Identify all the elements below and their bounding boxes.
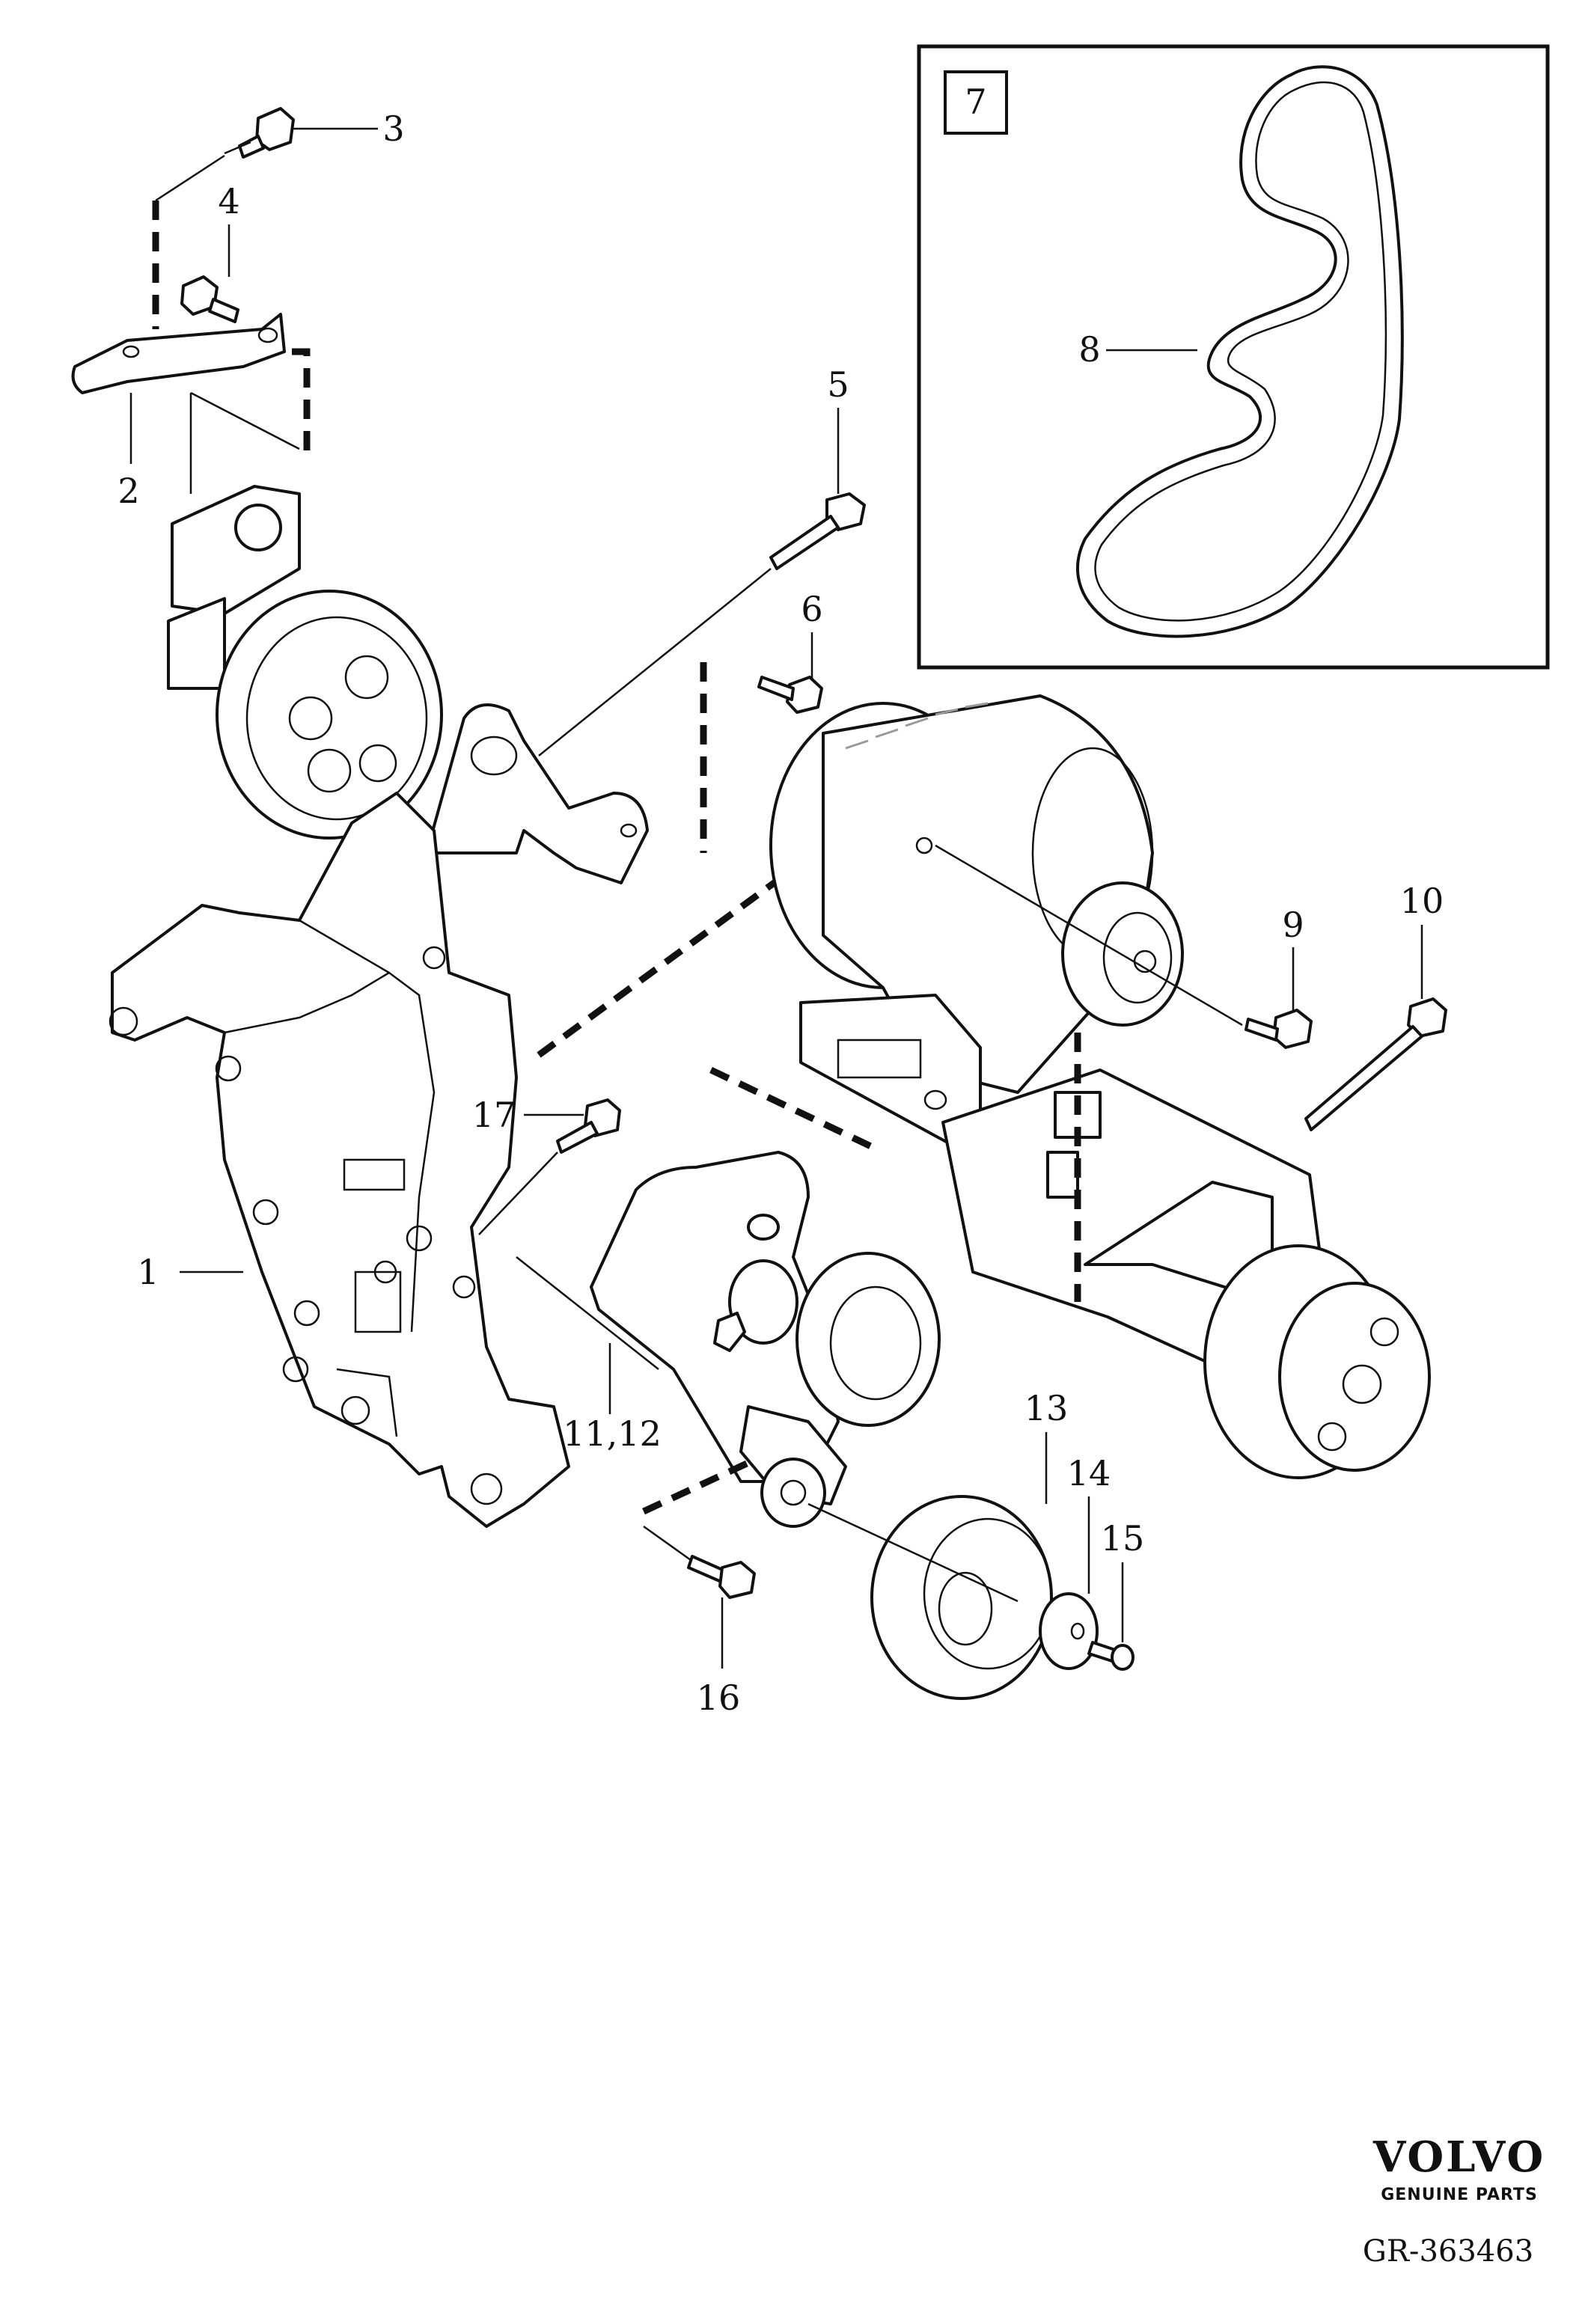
reference-number: GR-363463 (1363, 2234, 1533, 2269)
callout-15: 15 (1101, 1518, 1145, 1559)
bolt-6 (757, 676, 823, 714)
bolt-3 (224, 107, 295, 159)
callout-6: 6 (801, 589, 822, 629)
callout-8: 8 (1078, 329, 1100, 370)
pump-bracket (425, 703, 649, 884)
callout-7: 7 (965, 82, 986, 122)
idler-pulley-13 (870, 1495, 1053, 1700)
belt-tensioner (590, 1151, 941, 1528)
callout-13: 13 (1024, 1388, 1069, 1428)
callout-1: 1 (137, 1252, 159, 1292)
brand-subtitle: GENUINE PARTS (1381, 2186, 1538, 2204)
bolt-9 (1245, 1009, 1313, 1049)
brand-name: VOLVO (1372, 2132, 1545, 2182)
bolt-17 (556, 1098, 621, 1154)
callout-4: 4 (218, 181, 239, 221)
bolt-15 (1087, 1641, 1135, 1671)
callout-2: 2 (117, 471, 139, 511)
bolt-10 (1304, 997, 1447, 1131)
callout-16: 16 (697, 1678, 741, 1718)
callout-14: 14 (1067, 1453, 1111, 1493)
callout-17: 17 (472, 1095, 516, 1135)
callout-11-12: 11,12 (563, 1413, 662, 1454)
dust-cover-14 (1039, 1592, 1099, 1670)
alternator (769, 694, 1184, 1154)
bolt-5 (769, 492, 866, 570)
ac-compressor (941, 1068, 1431, 1479)
belt-inset-box: 7 8 (917, 44, 1550, 670)
bracket-2 (71, 313, 286, 394)
power-steering-pump (167, 485, 443, 840)
volvo-genuine-parts-logo: VOLVO GENUINE PARTS (1372, 2132, 1545, 2204)
callout-3: 3 (382, 108, 404, 149)
callout-10: 10 (1400, 881, 1444, 921)
callout-5: 5 (827, 364, 849, 405)
drive-belt (1076, 65, 1404, 638)
engine-bracket-1 (109, 792, 570, 1528)
bolt-4 (180, 275, 239, 323)
callout-9: 9 (1282, 905, 1304, 945)
bolt-16 (687, 1555, 756, 1599)
